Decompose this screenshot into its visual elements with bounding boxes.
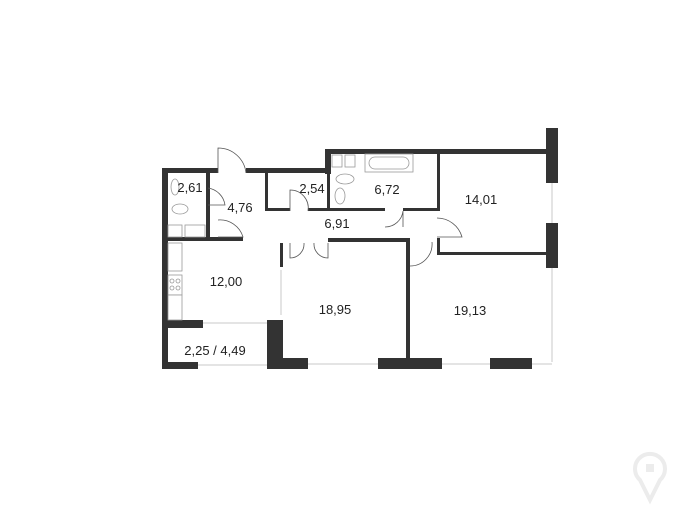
walls <box>162 128 558 369</box>
room-area-bathroom: 6,72 <box>374 182 399 197</box>
windows <box>198 183 553 366</box>
room-area-balcony: 2,25 / 4,49 <box>184 343 245 358</box>
room-area-hall: 4,76 <box>227 200 252 215</box>
fixtures <box>167 153 414 321</box>
doors <box>207 147 463 267</box>
room-area-wc: 2,61 <box>177 180 202 195</box>
room-labels: 2,61 4,76 2,54 6,72 14,01 6,91 12,00 18,… <box>177 180 497 358</box>
room-area-storage: 2,54 <box>299 181 324 196</box>
room-area-bedroom-large: 19,13 <box>454 303 487 318</box>
room-area-corridor: 6,91 <box>324 216 349 231</box>
room-area-bedroom-small: 14,01 <box>465 192 498 207</box>
room-area-kitchen: 12,00 <box>210 274 243 289</box>
house-pin-logo-icon <box>633 451 667 505</box>
room-area-living-room: 18,95 <box>319 302 352 317</box>
